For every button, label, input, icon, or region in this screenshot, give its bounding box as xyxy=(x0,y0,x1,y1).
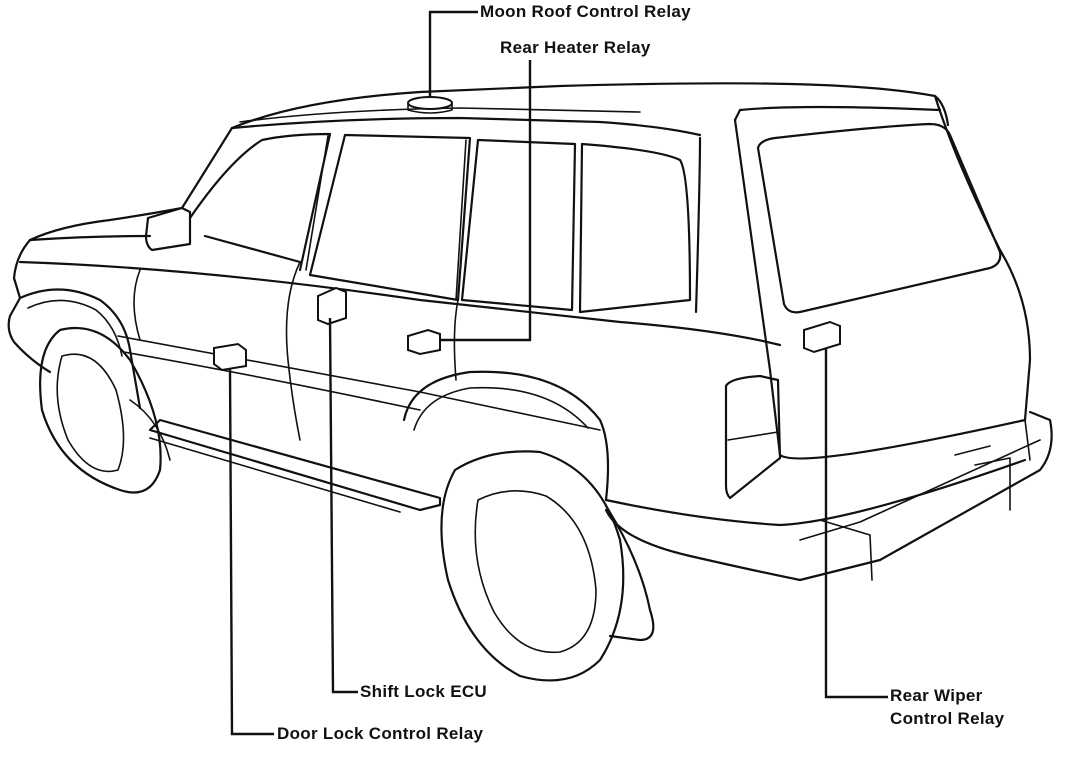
leader-rear-wiper xyxy=(824,348,888,699)
leader-rear-heater xyxy=(440,60,532,342)
leader-door-lock xyxy=(228,367,274,736)
label-rear-wiper-line2: Control Relay xyxy=(890,709,1005,728)
label-door-lock-control-relay: Door Lock Control Relay xyxy=(277,724,484,743)
front-wheel xyxy=(39,326,171,494)
label-rear-heater-relay: Rear Heater Relay xyxy=(500,38,651,57)
label-moon-roof-control-relay: Moon Roof Control Relay xyxy=(480,2,691,21)
rear-wiper-relay-part xyxy=(803,320,841,354)
vehicle-body xyxy=(7,82,1053,582)
door-lock-relay-part xyxy=(213,342,247,372)
leader-lines xyxy=(228,10,888,736)
rear-wheel xyxy=(440,450,655,682)
moon-roof-relay-part xyxy=(407,96,453,110)
leader-shift-lock xyxy=(328,317,358,694)
shift-lock-ecu-part xyxy=(317,286,347,326)
label-shift-lock-ecu: Shift Lock ECU xyxy=(360,682,487,701)
rear-heater-relay-part xyxy=(407,328,441,356)
leader-moon-roof xyxy=(428,10,478,96)
component-parts xyxy=(213,286,841,372)
label-rear-wiper-line1: Rear Wiper xyxy=(890,686,983,705)
